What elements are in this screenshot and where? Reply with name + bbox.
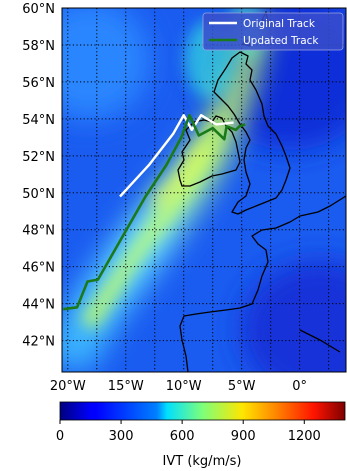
colorbar-tick-label: 900: [231, 429, 256, 444]
longitude-label: 10°W: [166, 379, 202, 394]
tracks: [63, 113, 246, 311]
latitude-label: 42°N: [22, 335, 55, 350]
latitude-label: 50°N: [22, 187, 55, 202]
latitude-label: 48°N: [22, 224, 55, 239]
latitude-label: 60°N: [22, 2, 55, 17]
coastline-great-britain: [213, 51, 291, 215]
legend-original-label: Original Track: [243, 18, 316, 30]
longitude-label: 15°W: [108, 379, 144, 394]
longitude-labels: 20°W 15°W 10°W 5°W 0°: [50, 379, 307, 394]
colorbar: 0 300 600 900 1200 IVT (kg/m/s): [56, 401, 346, 469]
latitude-label: 52°N: [22, 150, 55, 165]
latitude-label: 46°N: [22, 261, 55, 276]
latitude-label: 54°N: [22, 113, 55, 128]
coastline-france-iberia: [179, 195, 346, 372]
latitude-label: 56°N: [22, 76, 55, 91]
longitude-label: 20°W: [50, 379, 86, 394]
colorbar-tick-label: 0: [56, 429, 64, 444]
legend-updated-label: Updated Track: [243, 35, 319, 47]
colorbar-ticks: 0 300 600 900 1200: [56, 420, 321, 444]
updated-track-line: [63, 113, 246, 311]
latitude-labels: 60°N 58°N 56°N 54°N 52°N 50°N 48°N 46°N 44°N 42°N: [22, 2, 55, 350]
longitude-label: 5°W: [228, 379, 256, 394]
colorbar-tick-label: 300: [109, 429, 134, 444]
longitude-label: 0°: [292, 379, 307, 394]
latitude-label: 58°N: [22, 39, 55, 54]
map-frame: [61, 7, 347, 373]
colorbar-tick-label: 1200: [288, 429, 321, 444]
legend: Original Track Updated Track: [202, 12, 344, 51]
latitude-label: 44°N: [22, 298, 55, 313]
colorbar-tick-label: 600: [170, 429, 195, 444]
colorbar-label: IVT (kg/m/s): [163, 454, 242, 469]
colorbar-gradient: [59, 401, 346, 421]
